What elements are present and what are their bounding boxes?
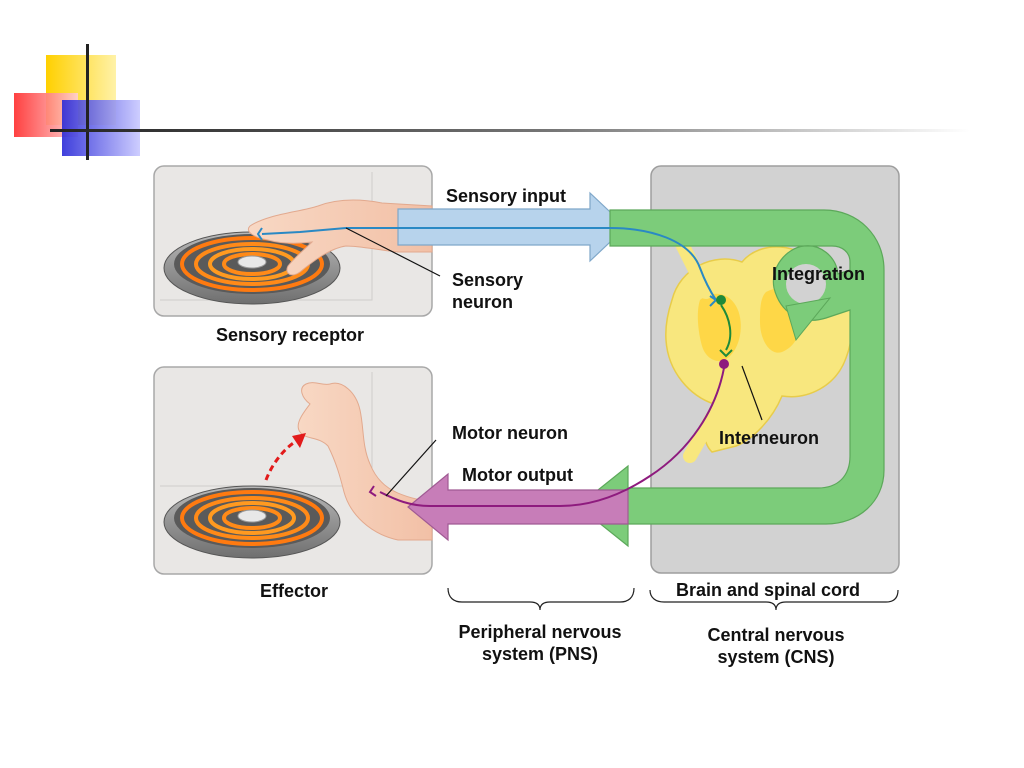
sensory-neuron-label: Sensory neuron — [452, 270, 524, 312]
withdrawal-motion-arrow — [264, 438, 299, 481]
cns-brace — [649, 589, 899, 611]
integration-loop — [577, 209, 885, 548]
withdrawal-arrowhead — [292, 433, 306, 448]
interneuron-leader — [741, 365, 763, 421]
hand-reaching — [248, 199, 433, 276]
integration-label: Integration — [772, 264, 865, 284]
sensory-receptor-label: Sensory receptor — [216, 325, 365, 345]
effector-panel — [153, 366, 433, 575]
stove-burner-effector — [163, 485, 341, 559]
stove-burner-hot — [163, 231, 341, 305]
title-ornament — [14, 44, 970, 160]
motor-neuron-label: Motor neuron — [452, 423, 568, 443]
effector-label: Effector — [260, 581, 329, 601]
sensory-neuron-leader — [345, 227, 441, 277]
cns-label: Central nervous system (CNS) — [707, 625, 845, 667]
interneuron-label: Interneuron — [719, 428, 820, 448]
integration-arrowhead — [785, 297, 832, 342]
pns-brace — [447, 587, 635, 611]
motor-output-label: Motor output — [462, 465, 573, 485]
motor-neuron-path — [368, 359, 729, 507]
sensory-input-label: Sensory input — [446, 186, 567, 206]
interneuron-path — [716, 295, 733, 358]
sensory-receptor-panel — [153, 165, 433, 317]
pns-label: Peripheral nervous system (PNS) — [458, 622, 622, 664]
motor-neuron-leader — [385, 439, 437, 497]
brain-spinal-cord-label: Brain and spinal cord — [676, 580, 861, 600]
